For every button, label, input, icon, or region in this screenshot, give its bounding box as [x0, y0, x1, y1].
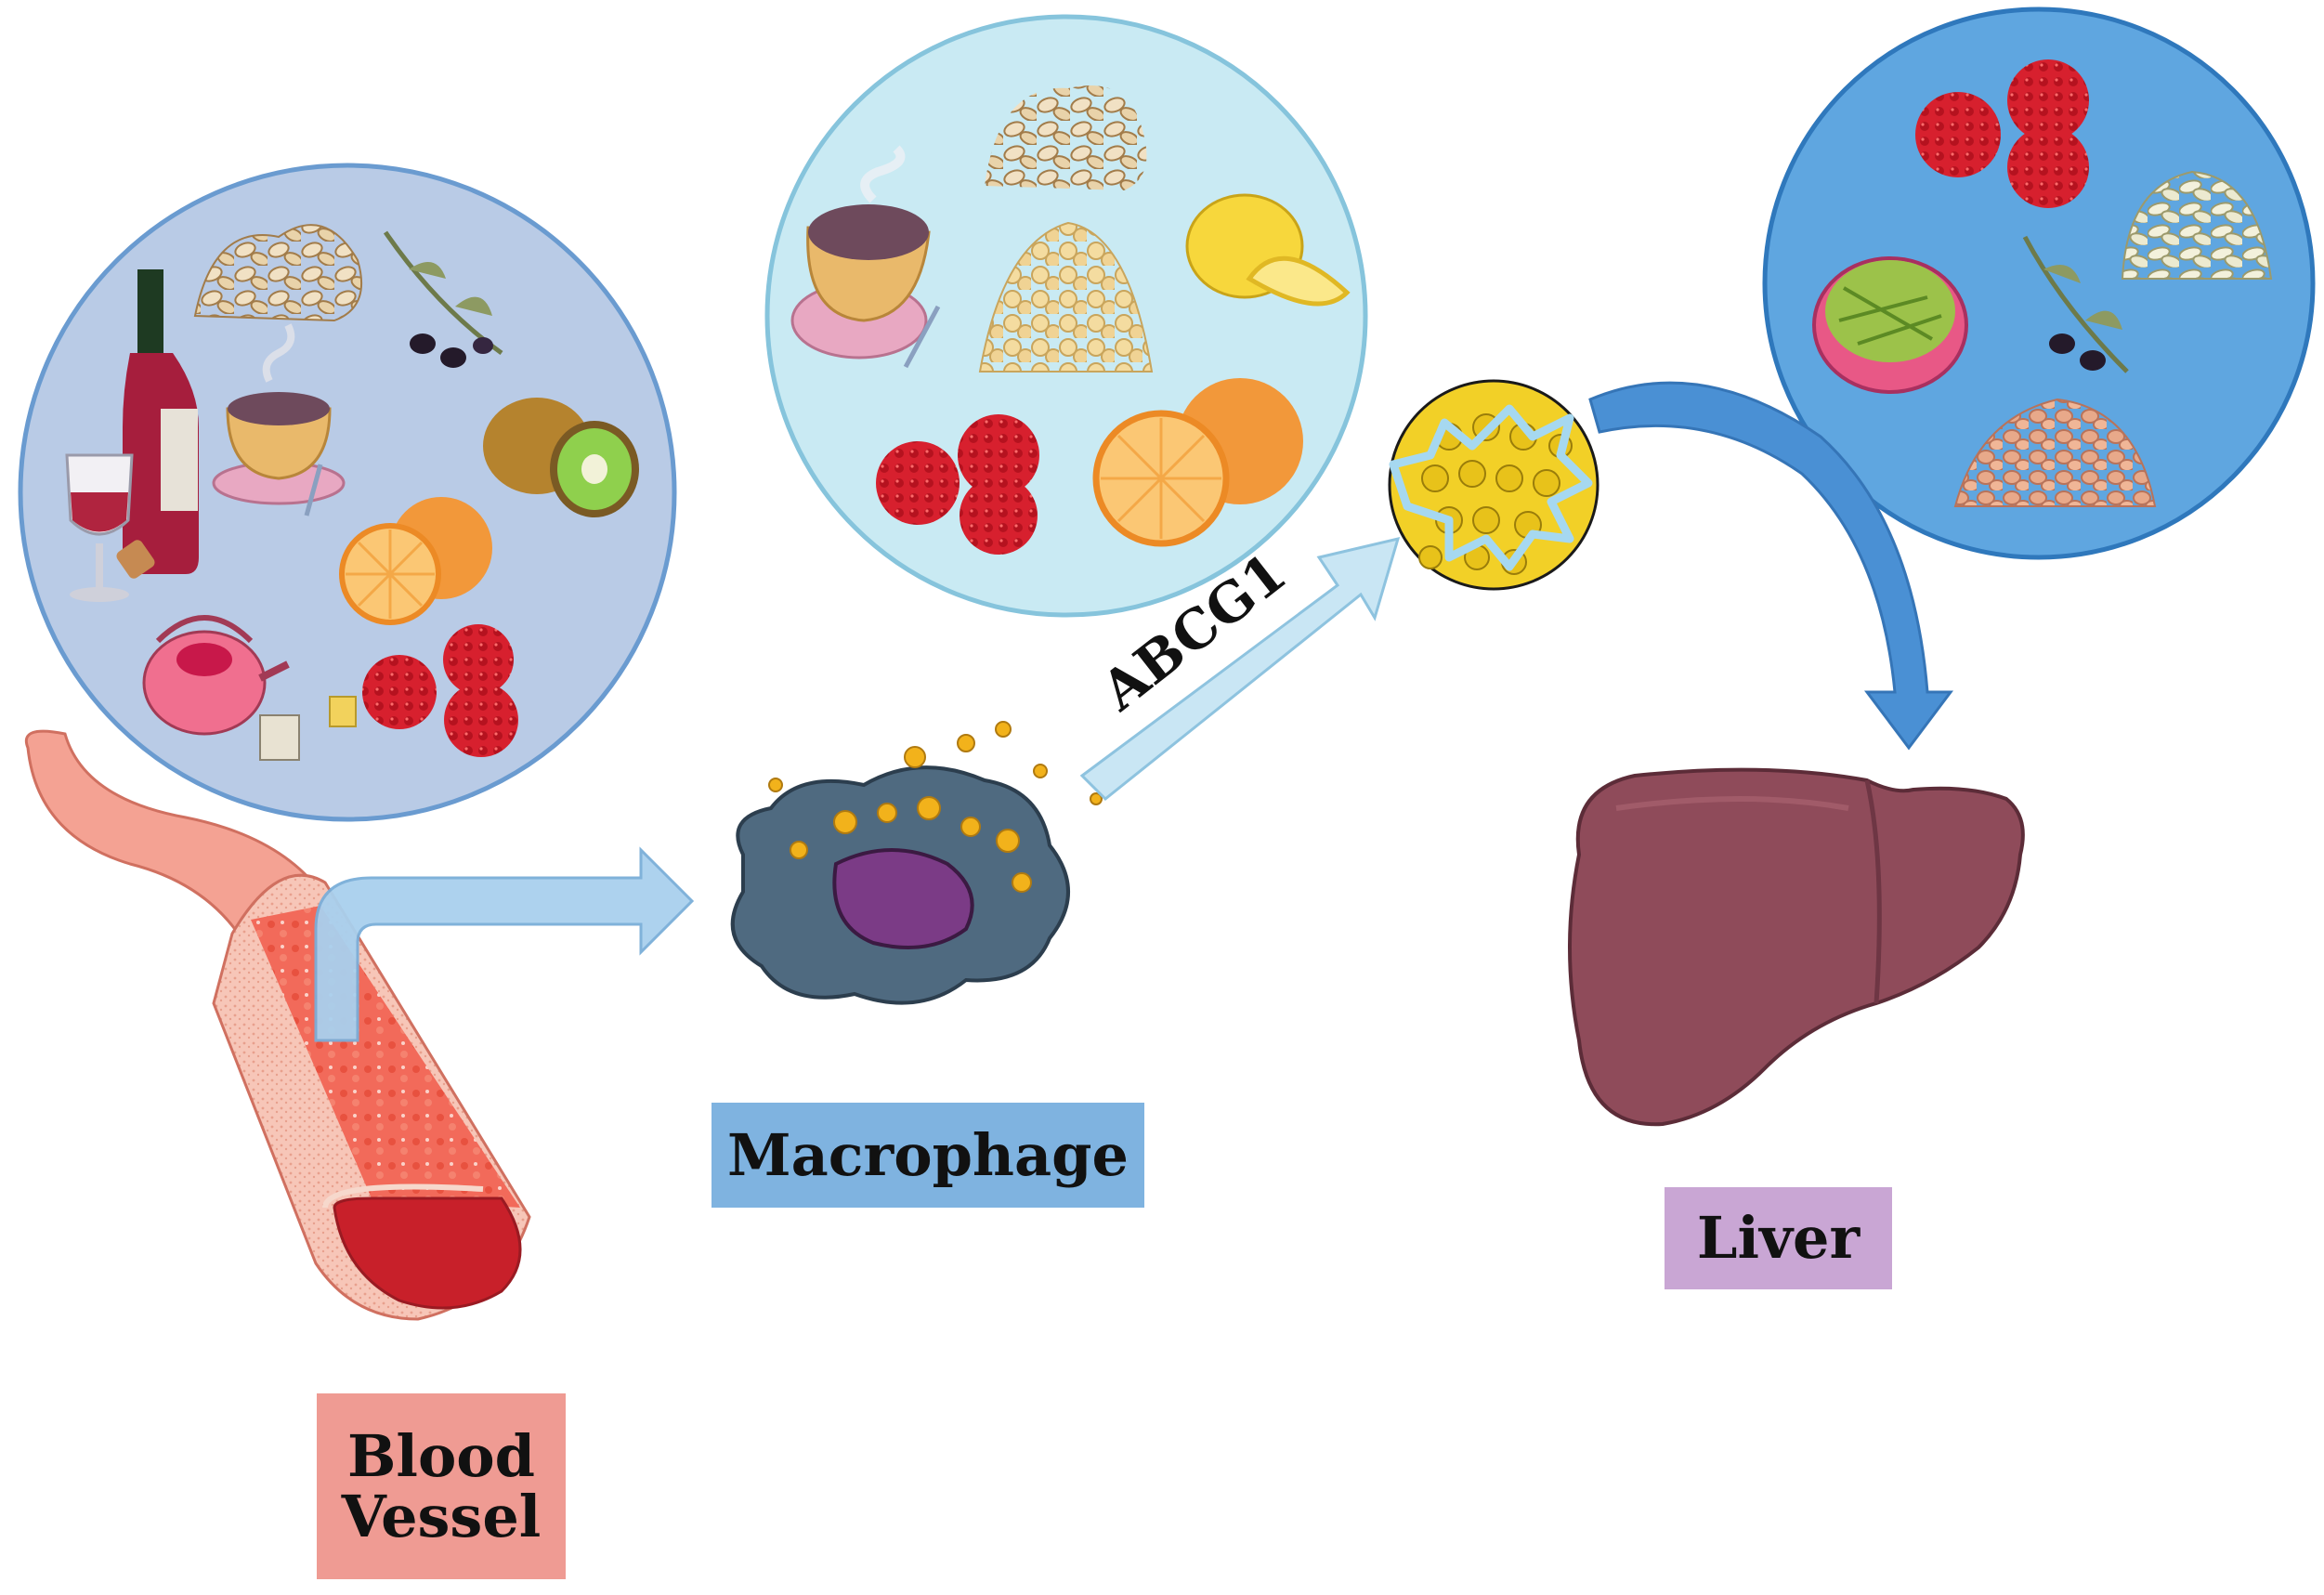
wine-bottle-icon: [123, 269, 199, 574]
teapot-icon: [142, 615, 357, 761]
olive-branch-icon: [383, 230, 503, 368]
abcg1-arrow: [1079, 536, 1401, 802]
lemon-icon: [1185, 193, 1351, 307]
macrophage-label-text: Macrophage: [727, 1120, 1129, 1189]
blood-vessel-label-line2: Vessel: [341, 1483, 542, 1550]
nuts-icon: [985, 85, 1147, 190]
tea-cup-icon: [212, 323, 346, 516]
hdl-particle-icon: [1388, 379, 1599, 591]
kiwi-icon: [483, 398, 639, 517]
macrophage-icon: [730, 721, 1103, 1005]
raspberry-icon: [1915, 59, 2089, 208]
blood-vessel-label: Blood Vessel: [317, 1393, 566, 1579]
orange-icon: [1092, 378, 1303, 547]
liver-label-text: Liver: [1696, 1204, 1861, 1273]
liver-label: Liver: [1665, 1187, 1892, 1289]
green-beans-bowl-icon: [1812, 256, 1968, 394]
hdl-to-liver-arrow: [1588, 381, 1953, 751]
orange-icon: [339, 497, 492, 625]
chickpeas-icon: [978, 221, 1154, 373]
wine-glass-icon: [65, 453, 155, 602]
nuts-icon: [193, 224, 363, 322]
liver-label-box: [1665, 1187, 1892, 1289]
vessel-to-macrophage-arrow: [314, 846, 695, 1042]
blood-vessel-label-box: [317, 1393, 566, 1579]
raspberry-icon: [362, 624, 518, 757]
blood-vessel-icon: [25, 729, 531, 1321]
macrophage-label-box: [712, 1103, 1144, 1208]
right-food-circle: [1762, 7, 2316, 560]
tea-cup-icon: [790, 145, 941, 369]
lentils-icon: [1953, 398, 2157, 507]
blood-vessel-label-line1: Blood: [346, 1421, 535, 1490]
beans-icon: [2121, 170, 2273, 280]
liver-icon: [1568, 767, 2025, 1127]
raspberry-icon: [876, 414, 1039, 555]
macrophage-label: Macrophage: [712, 1103, 1144, 1208]
olive-branch-icon: [2022, 235, 2129, 373]
